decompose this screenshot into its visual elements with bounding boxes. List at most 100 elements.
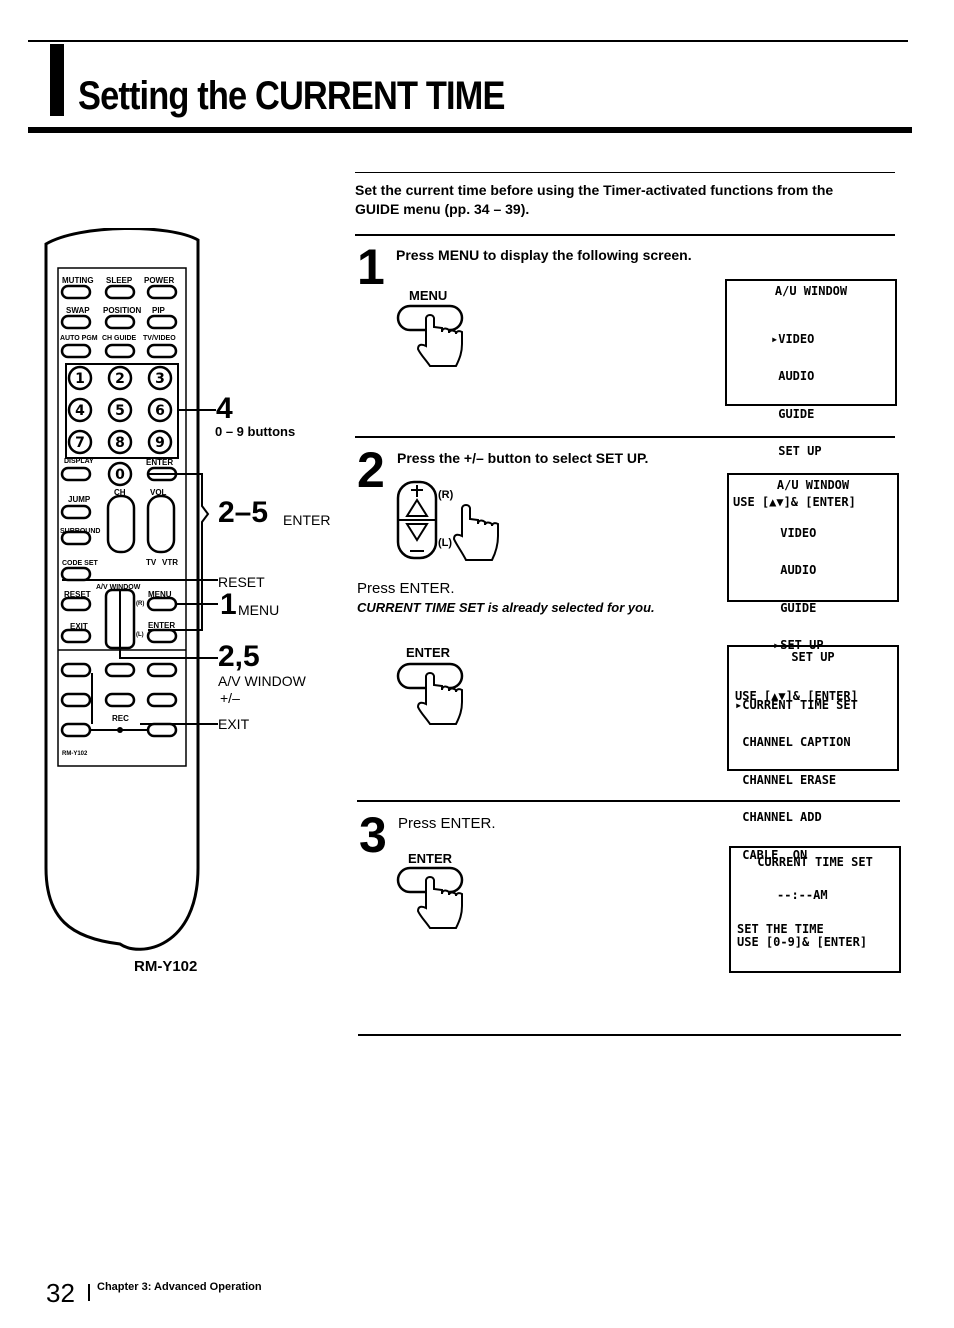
- remote-model-caption: RM-Y102: [134, 958, 198, 975]
- remote-label-position: POSITION: [103, 306, 142, 315]
- digit-7: 7: [75, 435, 85, 451]
- callout-1-sub: MENU: [238, 602, 280, 618]
- remote-label-vol: VOL: [150, 488, 167, 497]
- remote-label-surround: SURROUND: [60, 528, 101, 535]
- remote-label-jump: JUMP: [68, 495, 91, 504]
- step2-text: Press the +/– button to select SET UP.: [397, 450, 649, 466]
- osd4-footer2: USE [0-9]& [ENTER]: [737, 934, 868, 949]
- plus-minus-button-icon: [396, 480, 499, 561]
- callout-2-comma-5: 2,5: [218, 640, 260, 673]
- title-underline: [28, 127, 912, 133]
- osd4-time: --:--AM: [777, 887, 828, 902]
- remote-label-tv-video: TV/VIDEO: [143, 335, 176, 342]
- osd4-footer1: SET THE TIME: [737, 922, 824, 936]
- step2-button-label: ENTER: [406, 645, 451, 660]
- digit-0: 0: [115, 467, 125, 483]
- step1-number: 1: [357, 239, 385, 295]
- step2-press-enter: Press ENTER.: [357, 580, 455, 597]
- remote-label-av-window: A/V WINDOW: [96, 584, 141, 591]
- top-thin-rule: [28, 40, 908, 42]
- digit-9: 9: [155, 435, 165, 451]
- osd-screen-4: CURRENT TIME SET --:--AM SET THE TIME US…: [729, 846, 901, 973]
- step3-text: Press ENTER.: [398, 815, 496, 832]
- remote-label-exit: EXIT: [70, 622, 88, 631]
- remote-label-sleep: SLEEP: [106, 276, 133, 285]
- digit-2: 2: [115, 371, 125, 387]
- step1-button-label: MENU: [409, 288, 448, 303]
- osd3-item: CABLE ON: [735, 847, 808, 862]
- osd2-item: GUIDE: [773, 600, 817, 615]
- remote-label-enter2: ENTER: [148, 621, 176, 630]
- osd3-item: CHANNEL CAPTION: [735, 735, 851, 749]
- remote-label-pip: PIP: [152, 306, 165, 315]
- callout-2-5: 2–5: [218, 496, 269, 529]
- osd3-title: SET UP: [791, 650, 835, 664]
- step1-button-hand-icon: [396, 304, 464, 367]
- callout-1: 1: [220, 588, 237, 621]
- osd1-item: GUIDE: [771, 406, 815, 421]
- remote-label-menu: MENU: [148, 590, 172, 599]
- step3-enter-hand-icon: [396, 866, 464, 929]
- step3-button-label: ENTER: [408, 851, 453, 866]
- osd-screen-3: SET UP ▸CURRENT TIME SET CHANNEL CAPTION…: [727, 645, 899, 861]
- remote-label-swap: SWAP: [66, 306, 90, 315]
- callout-4: 4: [216, 392, 233, 425]
- osd1-item: SET UP: [771, 444, 822, 458]
- title-side-bar: [50, 44, 64, 116]
- digit-1: 1: [75, 371, 85, 387]
- remote-label-ch-guide: CH GUIDE: [102, 335, 137, 342]
- remote-label-muting: MUTING: [62, 276, 94, 285]
- remote-label-r: (R): [136, 601, 145, 607]
- callout-plus-minus: +/–: [220, 690, 240, 706]
- bottom-rule: [358, 1034, 901, 1036]
- osd4-title: CURRENT TIME SET: [757, 855, 873, 869]
- osd2-footer: USE [▲▼]& [ENTER]: [735, 688, 858, 703]
- osd3-item: CHANNEL ERASE: [735, 772, 837, 787]
- osd2-item: AUDIO: [773, 563, 817, 577]
- remote-control-illustration: 1 2 3 4 5 6 7 8 9 0: [44, 228, 218, 951]
- step3-number: 3: [359, 807, 387, 863]
- remote-label-vtr: VTR: [162, 558, 178, 567]
- callout-4-sub: 0 – 9 buttons: [215, 424, 296, 439]
- step1-text: Press MENU to display the following scre…: [396, 247, 692, 263]
- osd-screen-1: A/U WINDOW ▸VIDEO AUDIO GUIDE SET UP USE…: [725, 279, 897, 508]
- step2-enter-hand-icon: [396, 662, 464, 725]
- osd2-title: A/U WINDOW: [776, 478, 850, 492]
- plus-r-label: (R): [438, 489, 454, 501]
- callout-av-window: A/V WINDOW: [218, 673, 306, 689]
- step2-note: CURRENT TIME SET is already selected for…: [357, 600, 655, 615]
- step1-rule: [355, 234, 895, 236]
- osd1-item: AUDIO: [771, 369, 815, 383]
- remote-label-auto-pgm: AUTO PGM: [60, 335, 98, 342]
- remote-label-code-set: CODE SET: [62, 560, 98, 567]
- intro-text: Set the current time before using the Ti…: [355, 182, 834, 217]
- digit-6: 6: [155, 403, 165, 419]
- digit-5: 5: [115, 403, 125, 419]
- step2-number: 2: [357, 442, 385, 498]
- remote-model-small: RM-Y102: [62, 751, 88, 757]
- page-number: 32: [46, 1278, 75, 1308]
- footer-separator: [88, 1284, 90, 1301]
- callout-reset: RESET: [218, 574, 265, 590]
- osd-screen-2: A/U WINDOW VIDEO AUDIO GUIDE ▸SET UP USE…: [727, 473, 899, 702]
- remote-label-l: (L): [136, 632, 144, 638]
- osd1-title: A/U WINDOW: [774, 284, 848, 298]
- step2-rule: [355, 436, 895, 438]
- chapter-label: Chapter 3: Advanced Operation: [97, 1281, 262, 1293]
- remote-label-tv: TV: [146, 558, 157, 567]
- osd1-item: ▸VIDEO: [771, 331, 815, 346]
- remote-label-enter: ENTER: [146, 458, 174, 467]
- digit-3: 3: [155, 371, 165, 387]
- minus-l-label: (L): [438, 537, 453, 549]
- intro-top-rule: [355, 172, 895, 173]
- digit-4: 4: [75, 403, 85, 419]
- step3-rule: [357, 800, 900, 802]
- remote-label-display: DISPLAY: [64, 458, 94, 465]
- callout-exit: EXIT: [218, 716, 250, 732]
- remote-label-ch: CH: [114, 488, 126, 497]
- remote-label-power: POWER: [144, 276, 175, 285]
- osd2-item: VIDEO: [773, 525, 817, 540]
- remote-label-rec: REC: [112, 714, 129, 723]
- page-title: Setting the CURRENT TIME: [78, 74, 505, 118]
- osd1-footer: USE [▲▼]& [ENTER]: [733, 494, 856, 509]
